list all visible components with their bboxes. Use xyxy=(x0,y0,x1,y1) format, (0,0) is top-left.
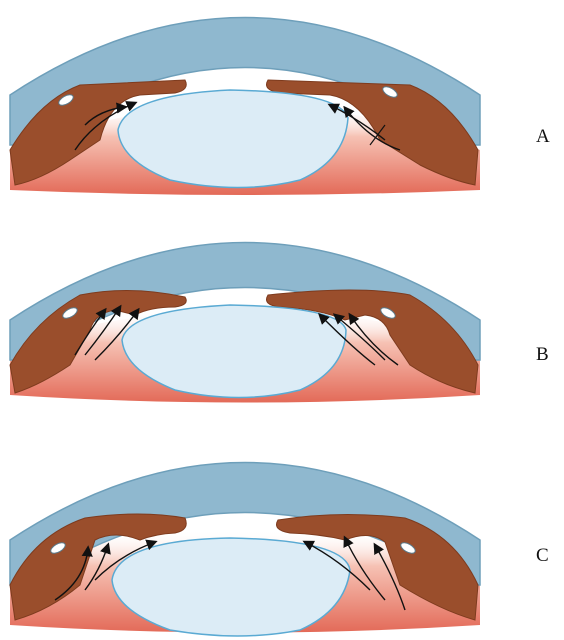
panel-label-c: C xyxy=(536,545,549,567)
panel-label-a: A xyxy=(536,126,550,148)
panel-c xyxy=(0,430,490,640)
panel-b xyxy=(0,215,490,410)
eye-diagram-b xyxy=(0,215,490,410)
panel-label-b: B xyxy=(536,344,549,366)
panel-a xyxy=(0,0,490,200)
eye-diagram-c xyxy=(0,430,490,640)
eye-diagram-a xyxy=(0,0,490,200)
